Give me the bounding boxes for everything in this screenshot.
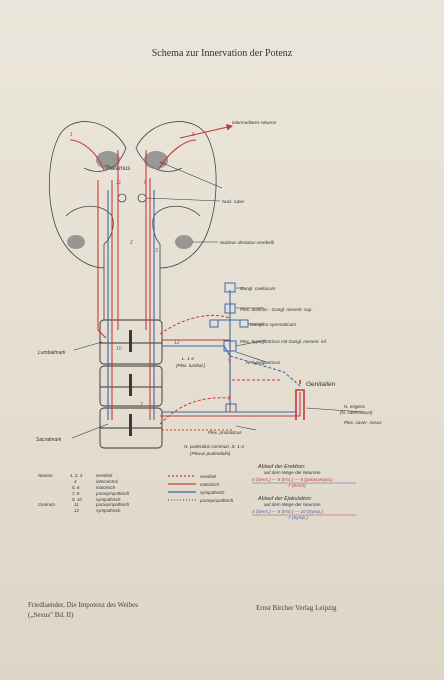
legend-neuron-label: parasympathisch <box>95 502 130 507</box>
svg-text:12: 12 <box>174 340 180 346</box>
legend-line-label: motorisch <box>200 482 220 487</box>
legend-neuron-label: motorisch <box>96 485 116 490</box>
page-title: Schema zur Innervation der Potenz <box>151 48 293 59</box>
label-sacralmark: Sacralmark <box>36 437 62 443</box>
label-gangl-coeliacum: Gangl. coeliacum <box>240 286 276 291</box>
legend-neuron-num: 9, 10 <box>72 497 82 502</box>
blue-pathways <box>107 190 301 420</box>
legend-line-label: parasympathisch <box>199 498 234 503</box>
svg-text:6: 6 <box>144 180 147 186</box>
legend-neuron-label: sensibel <box>96 473 113 478</box>
label-genitalien: Genitalien <box>306 381 336 388</box>
label-l-segment-sub: (Plex. lumbal.) <box>176 363 206 368</box>
ejakulation-sequence2: 7 (Symp.) <box>288 515 308 520</box>
dashed-parasympathetic <box>159 314 282 425</box>
erektion-block: Ablauf der Erektion: auf dem Wege der Ne… <box>252 464 356 488</box>
label-plex-prostaticus: Plex. prostaticus <box>208 430 242 435</box>
legend-neuron-heading: Neuron <box>38 473 53 478</box>
ejakulation-sub: auf dem Wege der Neurone <box>264 502 321 507</box>
erektion-heading: Ablauf der Erektion: <box>257 464 306 470</box>
svg-text:11: 11 <box>116 180 121 186</box>
neuron-number-markers: 1 5 11 6 2 3 10 12 9 8 7 <box>70 132 231 408</box>
erektion-sequence2: 7 (Erect) <box>288 483 306 488</box>
nucl-ruber-shape <box>117 193 147 203</box>
caption-left: Friedlaender, Die Impotenz des Weibes („… <box>28 600 138 620</box>
legend-neuron-num: 5, 6 <box>72 485 80 490</box>
svg-text:9: 9 <box>228 358 231 364</box>
ganglion-boxes <box>209 282 249 413</box>
label-intermediaeres-neuron: intermediäres Neuron <box>232 120 277 125</box>
ejakulation-sequence: 4 (Sens.) — 5 (Inst.) — 10 (Symp.) <box>252 509 323 514</box>
svg-text:5: 5 <box>192 132 195 138</box>
label-thalamus: Thalamus <box>104 166 130 172</box>
label-n-hypogastricus: N. hypogastricus <box>246 360 281 365</box>
label-nucleus-dentatus: Nucleus dentatus cerebelli <box>220 240 275 245</box>
label-n-pudendus-sub: (Plexus pudendalis) <box>190 451 231 456</box>
legend-line-label: sensibel <box>200 474 217 479</box>
legend-neuron-num: 1, 2, 3 <box>70 473 83 478</box>
label-nucl-ruber: Nucl. ruber <box>222 199 245 204</box>
genitalien-shape <box>295 380 305 420</box>
label-plex-aorticus: Plex. aorticus - Gangl. mesent. sup. <box>240 307 313 312</box>
legend-line-label: sympathisch <box>200 490 225 495</box>
caption-left-line1: Friedlaender, Die Impotenz des Weibes <box>28 601 139 609</box>
ejakulation-heading: Ablauf der Ejakulation: <box>257 496 312 502</box>
brain-outline <box>48 121 217 320</box>
legend-neuron-num: 4 <box>74 479 77 484</box>
label-ganglion-spermaticum: Ganglion spermaticum <box>250 322 296 327</box>
legend: Neuron Centrum 1, 2, 3 sensibel 4 interc… <box>38 473 234 513</box>
erektion-sequence: 6 (Sens.) — 5 (Inst.) — 5 (parasympat.) <box>252 477 333 482</box>
legend-neuron-num: 7, 8 <box>72 491 80 496</box>
ejakulation-block: Ablauf der Ejakulation: auf dem Wege der… <box>252 496 356 520</box>
erektion-sub: auf dem Wege der Neurone <box>264 470 321 475</box>
svg-text:8: 8 <box>228 396 231 402</box>
legend-centrum-heading: Centrum <box>38 502 55 507</box>
caption-left-line2: („Sexus" Bd. II) <box>28 611 74 619</box>
label-n-erigens-sub: (N. cavernosus) <box>340 410 373 415</box>
legend-neuron-label: parasympathisch <box>95 491 130 496</box>
legend-line-samples <box>168 475 196 501</box>
svg-text:1: 1 <box>70 132 73 138</box>
legend-neuron-num: 12 <box>74 508 79 513</box>
legend-neuron-num: 11 <box>74 502 79 507</box>
label-pointers <box>71 161 365 439</box>
legend-neuron-label: sympathisch <box>96 508 121 513</box>
legend-neuron-label: sympathisch <box>96 497 121 502</box>
label-plex-hypogastricus: Plex. hypogastricus mit Gangl. mesent. i… <box>240 339 327 344</box>
svg-text:10: 10 <box>116 346 122 352</box>
label-lumbalmark: Lumbalmark <box>38 350 66 356</box>
label-n-pudendus: N. pudendus commun. S. 1-4 <box>184 444 244 449</box>
legend-neuron-rows: 1, 2, 3 sensibel 4 intercentral 5, 6 mot… <box>70 473 130 513</box>
svg-text:2: 2 <box>129 240 133 246</box>
caption-right: Ernst Bircher Verlag Leipzig <box>256 604 337 612</box>
svg-text:3: 3 <box>155 248 158 254</box>
label-n-erigens: N. erigens <box>344 404 366 409</box>
legend-neuron-label: intercentral <box>96 479 119 484</box>
spinal-grey-matter <box>129 330 132 436</box>
label-l-segment: L. 1-4 <box>182 356 194 361</box>
label-plex-cavernosus: Plex. caver- nosus <box>344 420 382 425</box>
nucleus-dentatus-shape <box>67 235 193 249</box>
svg-text:7: 7 <box>140 402 143 408</box>
